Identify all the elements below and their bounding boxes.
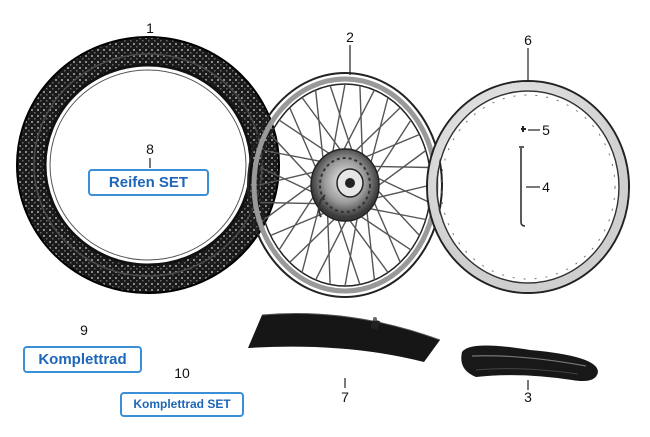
spoke-line <box>374 149 427 189</box>
spoke-line <box>301 202 321 273</box>
spoke-line <box>269 134 316 184</box>
spoke-line <box>365 207 376 280</box>
reifen-set-button[interactable]: Reifen SET <box>88 169 209 196</box>
spoke-line <box>331 83 346 157</box>
part-number-8: 8 <box>146 141 154 157</box>
spoke-line <box>369 97 389 168</box>
spoke-line <box>278 119 334 157</box>
spoke-line <box>336 215 361 285</box>
part-number-5: 5 <box>542 122 550 138</box>
part-number-9: 9 <box>80 322 88 338</box>
spoke-line <box>351 107 401 155</box>
part-number-3: 3 <box>524 389 532 405</box>
spoke-line <box>369 165 430 169</box>
part-number-7: 7 <box>341 389 349 405</box>
spoke-line <box>373 175 430 204</box>
spoke-line <box>289 215 339 263</box>
spoke-line <box>289 107 319 173</box>
spoke-line <box>374 186 421 236</box>
inner-tube-drawing <box>248 312 441 362</box>
spoke-line <box>260 166 317 195</box>
spoke-line <box>346 216 389 273</box>
spoke-line <box>371 197 401 263</box>
spoke-line <box>371 184 432 200</box>
part-number-4: 4 <box>542 179 550 195</box>
spoke-line <box>326 210 331 285</box>
spoke-line <box>314 90 325 163</box>
part-number-1: 1 <box>146 20 154 36</box>
part-number-10: 10 <box>174 365 190 381</box>
spoke-line <box>329 85 354 155</box>
spoke-line <box>344 213 359 287</box>
spoke-line <box>270 210 329 237</box>
spoke-line <box>263 181 316 221</box>
spoke-line <box>301 97 344 154</box>
part-number-2: 2 <box>346 29 354 45</box>
spoke-line <box>373 119 412 178</box>
spoke-line <box>341 89 376 154</box>
part-number-6: 6 <box>524 32 532 48</box>
komplettrad-button[interactable]: Komplettrad <box>23 346 142 373</box>
tire-drawing <box>16 36 280 294</box>
spoke-drawing <box>519 146 526 227</box>
komplettrad-set-button[interactable]: Komplettrad SET <box>120 392 244 417</box>
rim-drawing <box>426 80 630 294</box>
spoke-nipple-drawing <box>521 126 526 132</box>
spoke-line <box>264 149 325 163</box>
leader-lines <box>149 37 540 390</box>
spoke-line <box>258 170 319 186</box>
spoke-line <box>314 216 349 281</box>
spoke-line <box>260 201 321 205</box>
spokes <box>258 83 432 287</box>
spoke-line <box>356 213 412 251</box>
spoke-line <box>359 85 364 160</box>
spoke-line <box>365 207 426 221</box>
spoked-wheel-drawing <box>247 72 443 298</box>
spoke-line <box>278 192 317 251</box>
spoke-line <box>361 133 420 160</box>
rim-band-drawing <box>461 345 598 381</box>
